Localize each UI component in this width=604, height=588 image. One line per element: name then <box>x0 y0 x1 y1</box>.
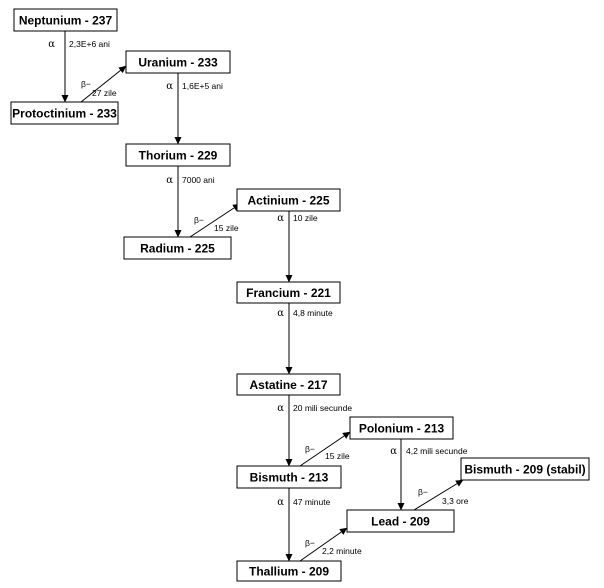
node-uranium-233: Uranium - 233 <box>138 56 218 70</box>
decay-time-ra225-ac225: 15 zile <box>214 223 239 233</box>
decay-time-po213-pb209: 4,2 mili secunde <box>406 446 468 456</box>
decay-time-at217-bi213: 20 mili secunde <box>293 403 352 413</box>
decay-symbol-pb209-bi209: β− <box>418 487 428 497</box>
node-astatine-217: Astatine - 217 <box>249 378 327 392</box>
node-polonium-213: Polonium - 213 <box>359 422 445 436</box>
decay-time-bi213-po213: 15 zile <box>325 451 350 461</box>
decay-time-pb209-bi209: 3,3 ore <box>442 496 469 506</box>
decay-time-u233-th229: 1,6E+5 ani <box>182 81 223 91</box>
decay-symbol-bi213-po213: β− <box>305 444 315 454</box>
node-radium-225: Radium - 225 <box>140 242 215 256</box>
decay-symbol-at217-bi213: α <box>277 403 284 414</box>
decay-symbol-np237-pa233: α <box>48 39 55 50</box>
decay-time-pa233-u233: 27 zile <box>92 88 117 98</box>
decay-symbol-pa233-u233: β− <box>81 79 91 89</box>
decay-time-bi213-tl209: 47 minute <box>293 497 331 507</box>
node-actinium-225-box <box>236 188 341 212</box>
decay-symbol-po213-pb209: α <box>390 446 397 457</box>
decay-symbol-th229-ra225: α <box>166 175 173 186</box>
node-thorium-229-box <box>125 143 231 167</box>
decay-time-np237-pa233: 2,3E+6 ani <box>69 39 110 49</box>
node-lead-209-box <box>346 509 455 533</box>
arrow-pa233-u233 <box>80 65 127 103</box>
node-neptunium-237-box <box>13 8 118 32</box>
node-francium-221-box <box>236 281 341 304</box>
decay-time-th229-ra225: 7000 ani <box>182 175 215 185</box>
node-lead-209: Lead - 209 <box>371 515 430 529</box>
node-neptunium-237: Neptunium - 237 <box>19 14 113 28</box>
decay-time-ac225-fr221: 10 zile <box>293 213 318 223</box>
node-thorium-229: Thorium - 229 <box>139 149 218 163</box>
node-protactinium-233: Protoctinium - 233 <box>12 107 117 121</box>
node-actinium-225: Actinium - 225 <box>247 194 329 208</box>
node-astatine-217-box <box>236 373 341 396</box>
node-thallium-209-box <box>236 560 342 582</box>
node-francium-221: Francium - 221 <box>246 286 331 300</box>
decay-symbol-ra225-ac225: β− <box>194 215 204 225</box>
arrow-ra225-ac225 <box>189 203 241 238</box>
arrow-pb209-bi209 <box>413 479 464 511</box>
decay-symbol-tl209-pb209: β− <box>305 538 315 548</box>
decay-symbol-fr221-at217: α <box>277 308 284 319</box>
decay-symbol-ac225-fr221: α <box>277 213 284 224</box>
arrow-bi213-po213 <box>299 431 351 467</box>
node-bismuth-213: Bismuth - 213 <box>250 471 329 485</box>
node-thallium-209: Thallium - 209 <box>249 565 329 579</box>
node-protactinium-233-box <box>10 101 119 125</box>
node-radium-225-box <box>123 236 232 260</box>
node-bismuth-209: Bismuth - 209 (stabil) <box>464 463 585 477</box>
decay-symbol-bi213-tl209: α <box>277 497 284 508</box>
decay-time-tl209-pb209: 2,2 minute <box>322 546 362 556</box>
node-uranium-233-box <box>125 50 231 74</box>
arrow-tl209-pb209 <box>299 527 348 562</box>
node-bismuth-213-box <box>236 465 342 489</box>
node-bismuth-209-box <box>460 457 590 481</box>
decay-time-fr221-at217: 4,8 minute <box>293 308 333 318</box>
decay-symbol-u233-th229: α <box>166 81 173 92</box>
node-polonium-213-box <box>349 416 454 440</box>
